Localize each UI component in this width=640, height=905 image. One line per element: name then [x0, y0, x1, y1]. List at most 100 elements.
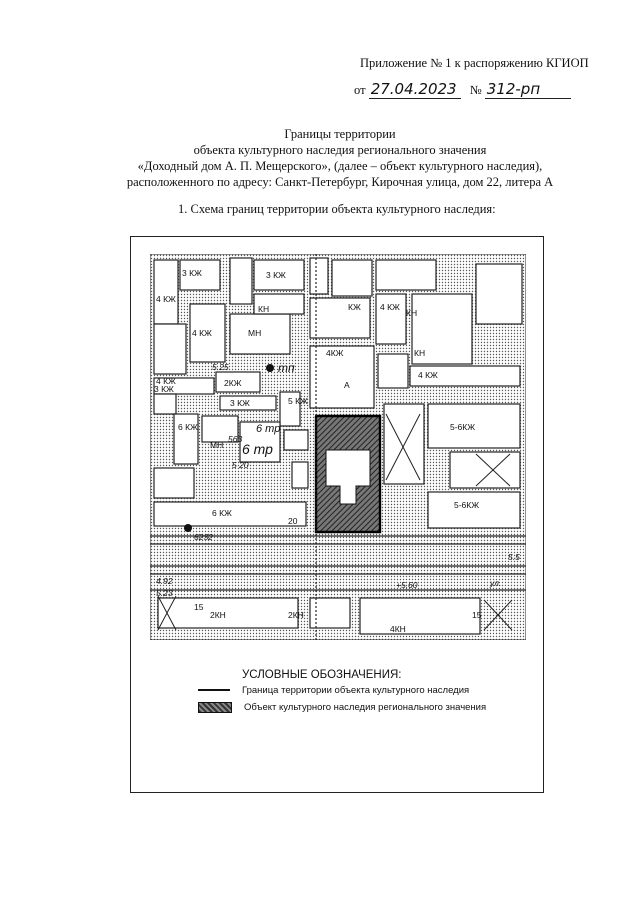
number-sign: №	[469, 83, 482, 97]
building	[153, 323, 187, 375]
elevation-label: 5.25	[212, 362, 229, 372]
map-label: МН	[248, 328, 261, 338]
building	[375, 259, 437, 291]
building	[309, 345, 375, 409]
legend-boundary: Граница территории объекта культурного н…	[198, 685, 469, 696]
map-label: 15	[194, 602, 204, 612]
map-label: 6 КЖ	[212, 508, 232, 518]
building	[219, 395, 277, 411]
building	[253, 293, 305, 315]
building	[411, 293, 473, 365]
building	[449, 451, 521, 489]
hatched-box-symbol	[198, 702, 232, 713]
title-line-4: расположенного по адресу: Санкт-Петербур…	[126, 175, 554, 189]
map-label: 5-6КЖ	[450, 422, 475, 432]
map-label: 4КЖ	[326, 348, 344, 358]
map-label: 4 КЖ	[380, 302, 400, 312]
building	[189, 303, 226, 363]
map-label: 15	[472, 610, 482, 620]
map-label: 4 КЖ	[156, 376, 176, 386]
map-label: 4КН	[390, 624, 406, 634]
map-label: КН	[406, 308, 417, 318]
map-label: 2КЖ	[224, 378, 242, 388]
map-label: 4 КЖ	[156, 294, 176, 304]
building	[229, 257, 253, 305]
legend-title: УСЛОВНЫЕ ОБОЗНАЧЕНИЯ:	[242, 669, 402, 681]
section-heading: 1. Схема границ территории объекта культ…	[178, 202, 496, 216]
elevation-label: +5.60	[396, 580, 418, 590]
street-label: ул.	[489, 578, 501, 588]
map-label: 20	[288, 516, 298, 526]
map-label: 4 КЖ	[418, 370, 438, 380]
building	[153, 393, 177, 415]
legend-object: Объект культурного наследия региональног…	[198, 702, 486, 713]
title-line-3: «Доходный дом А. П. Мещерского», (далее …	[137, 159, 543, 173]
tp-label: тп	[278, 361, 295, 375]
building	[331, 259, 373, 297]
building	[309, 297, 371, 339]
title-line-1: Границы территории	[284, 127, 396, 141]
building	[377, 353, 409, 389]
from-label: от	[354, 83, 366, 97]
elevation-label: 5.23	[156, 588, 173, 598]
elevation-label: 5 20	[232, 460, 249, 470]
building	[309, 257, 329, 295]
building	[409, 365, 521, 387]
building	[153, 259, 179, 325]
map-label: 2КН	[210, 610, 226, 620]
map-label: 3 КЖ	[182, 268, 202, 278]
tp-label: 6 тр	[242, 441, 273, 457]
building	[179, 259, 221, 291]
building	[279, 391, 301, 427]
building	[173, 413, 199, 465]
map-label: 3 КЖ	[230, 398, 250, 408]
building	[157, 597, 299, 629]
elevation-label: 5.5	[508, 552, 520, 562]
scheme-frame	[130, 236, 544, 793]
elevation-label: 6232	[194, 532, 213, 542]
document-number: 312-рп	[484, 80, 571, 99]
territory-boundary	[314, 414, 382, 534]
building	[229, 313, 291, 355]
document-date: 27.04.2023	[368, 80, 461, 99]
boundary-line-symbol	[198, 689, 230, 692]
building	[375, 293, 407, 345]
tp-marker	[266, 364, 274, 372]
building	[427, 403, 521, 449]
building	[309, 597, 351, 629]
building	[153, 501, 307, 527]
building	[475, 263, 523, 325]
building	[201, 415, 239, 443]
building	[215, 371, 261, 393]
tp-label: 6 тр	[256, 423, 280, 435]
building	[253, 259, 305, 291]
map-label: 4 КЖ	[192, 328, 212, 338]
building	[427, 491, 521, 529]
map-label: КЖ	[348, 302, 361, 312]
map-label: 3 КЖ	[154, 384, 174, 394]
building	[291, 461, 309, 489]
legend-boundary-text: Граница территории объекта культурного н…	[242, 685, 470, 696]
map-label: МН	[210, 440, 223, 450]
elevation-label: 4.92	[156, 576, 173, 586]
map-label: 3 КЖ	[266, 270, 286, 280]
date-number-line: от 27.04.2023 № 312-рп	[354, 80, 571, 99]
map-label: КН	[414, 348, 425, 358]
map-label: 5 КЖ	[288, 396, 308, 406]
building	[153, 467, 195, 499]
map-label: 2КН	[288, 610, 304, 620]
elevation-label: 563	[228, 434, 242, 444]
map-label: КН	[258, 304, 269, 314]
building	[359, 597, 481, 635]
map-label: 5-6КЖ	[454, 500, 479, 510]
building	[153, 377, 215, 395]
appendix-line: Приложение № 1 к распоряжению КГИОП	[360, 56, 589, 70]
building	[283, 429, 309, 451]
map-label: 6 КЖ	[178, 422, 198, 432]
courtyard	[325, 449, 371, 505]
building	[239, 421, 281, 463]
legend-object-text: Объект культурного наследия региональног…	[244, 702, 487, 714]
point-marker	[184, 524, 192, 532]
title-line-2: объекта культурного наследия регионально…	[193, 143, 487, 157]
territory-map: 3 КЖ 3 КЖ 4 КЖ 4 КЖ 4 КЖ КЖ КН 4КЖ МН 4 …	[150, 254, 526, 640]
